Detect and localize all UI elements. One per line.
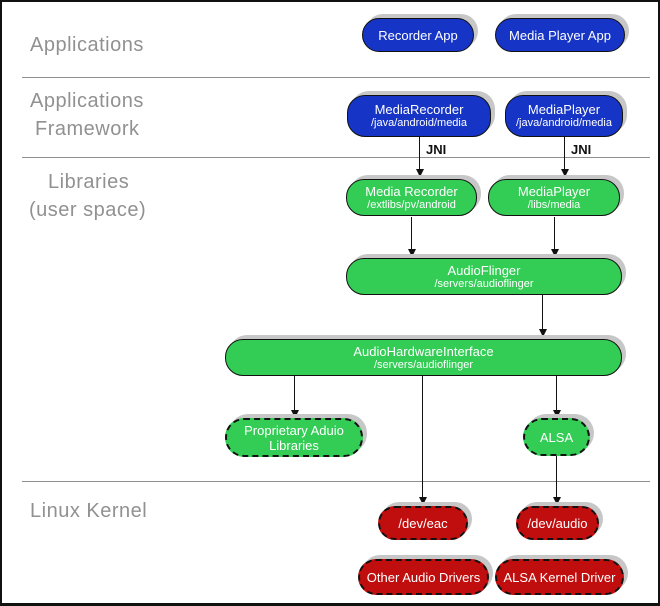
node-dev-eac: /dev/eac: [378, 506, 468, 540]
node-path: /java/android/media: [370, 117, 467, 129]
node-path: /java/android/media: [515, 117, 612, 129]
node-title: MediaPlayer: [527, 102, 601, 117]
node-title: Media Player App: [509, 27, 611, 43]
node-title: Other Audio Drivers: [366, 569, 481, 585]
node-alsa: ALSA: [523, 418, 590, 456]
node-mediarecorder-framework: MediaRecorder /java/android/media: [347, 95, 491, 137]
section-label-framework-line1: Applications: [30, 90, 144, 112]
arrow-mediaplayer-jni: [560, 137, 569, 177]
jni-label-left: JNI: [426, 142, 447, 157]
jni-label-right: JNI: [571, 142, 592, 157]
arrow-alsa-to-dev-audio: [552, 456, 561, 505]
node-path: /servers/audioflinger: [373, 358, 474, 371]
node-title: AudioHardwareInterface: [353, 343, 494, 359]
section-label-libraries-line2: (user space): [29, 199, 147, 221]
node-mediaplayer-lib: MediaPlayer /libs/media: [488, 179, 620, 216]
node-path: /libs/media: [527, 198, 581, 211]
node-title: Media Recorder: [365, 183, 458, 199]
arrow-ahi-to-alsa: [552, 376, 561, 418]
node-mediaplayer-framework: MediaPlayer /java/android/media: [505, 95, 623, 137]
node-audiohardwareinterface: AudioHardwareInterface /servers/audiofli…: [225, 339, 622, 376]
separator-framework: [22, 157, 650, 158]
arrow-playerlib-to-audioflinger: [550, 217, 559, 257]
node-title: ALSA: [539, 429, 574, 445]
node-audioflinger: AudioFlinger /servers/audioflinger: [346, 258, 622, 295]
node-recorder-app: Recorder App: [362, 18, 474, 52]
arrow-ahi-to-dev-eac: [418, 376, 427, 505]
section-label-libraries-line1: Libraries: [48, 171, 130, 193]
arrow-recorderlib-to-audioflinger: [407, 217, 416, 257]
node-title: AudioFlinger: [447, 262, 521, 278]
node-title-line2: Libraries: [269, 437, 319, 453]
node-title: ALSA Kernel Driver: [503, 569, 616, 585]
separator-linux-kernel: [22, 481, 650, 482]
node-title: /dev/audio: [527, 515, 588, 531]
node-media-player-app: Media Player App: [495, 18, 625, 52]
arrow-mediarecorder-jni: [415, 137, 424, 177]
node-title: Recorder App: [378, 27, 458, 43]
section-label-framework-line2: Framework: [35, 118, 140, 140]
node-title-line1: Proprietary Aduio: [244, 422, 344, 438]
node-other-audio-drivers: Other Audio Drivers: [358, 559, 489, 595]
node-path: /servers/audioflinger: [434, 277, 534, 290]
node-title: /dev/eac: [398, 515, 448, 531]
node-title: MediaRecorder: [374, 102, 464, 117]
node-path: /extlibs/pv/android: [367, 198, 456, 211]
node-media-recorder-lib: Media Recorder /extlibs/pv/android: [346, 179, 477, 216]
node-proprietary-audio-libraries: Proprietary Aduio Libraries: [225, 418, 363, 457]
arrow-audioflinger-to-ahi: [538, 295, 547, 337]
section-label-linux-kernel: Linux Kernel: [30, 500, 148, 522]
arrow-ahi-to-proprietary: [290, 376, 299, 418]
separator-applications: [22, 77, 650, 78]
node-title: MediaPlayer: [517, 183, 591, 199]
section-label-applications: Applications: [30, 34, 144, 56]
node-dev-audio: /dev/audio: [516, 506, 599, 540]
node-alsa-kernel-driver: ALSA Kernel Driver: [495, 559, 624, 595]
